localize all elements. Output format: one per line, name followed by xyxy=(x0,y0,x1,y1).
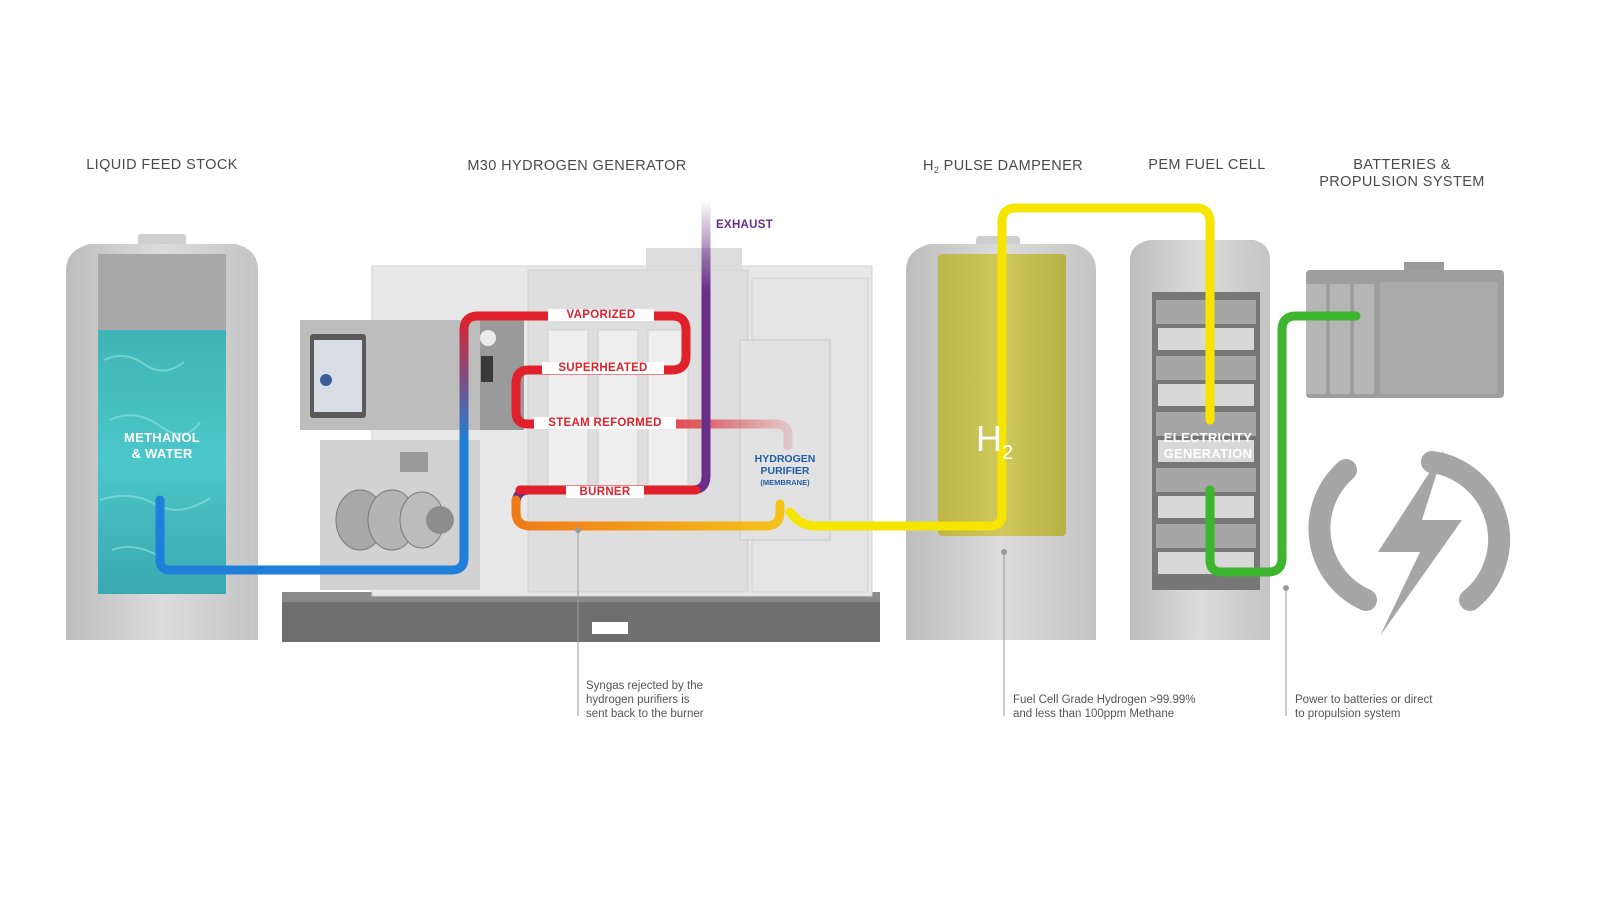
h2-symbol: H2 xyxy=(976,418,1013,465)
leader-lines xyxy=(575,527,1289,716)
burner-label: BURNER xyxy=(566,486,644,498)
purifier-line2: PURIFIER xyxy=(760,465,810,477)
hydrogen-purifier-label: HYDROGEN PURIFIER (MEMBRANE) xyxy=(738,453,832,489)
power-note-line2: to propulsion system xyxy=(1295,708,1401,720)
superheated-label: SUPERHEATED xyxy=(542,362,664,374)
syngas-note-line1: Syngas rejected by the xyxy=(586,680,703,692)
header-dampener-rest: PULSE DAMPENER xyxy=(939,158,1084,174)
hydrogen-note-line1: Fuel Cell Grade Hydrogen >99.99% xyxy=(1013,694,1196,706)
hydrogen-grade-note: Fuel Cell Grade Hydrogen >99.99% and les… xyxy=(1013,693,1196,721)
fuel-cell-line2: GENERATION xyxy=(1163,446,1253,461)
steam-reformed-label: STEAM REFORMED xyxy=(534,417,676,429)
header-batteries-line1: BATTERIES & xyxy=(1353,157,1451,173)
purifier-line3: (MEMBRANE) xyxy=(760,478,810,487)
exhaust-label: EXHAUST xyxy=(716,219,774,231)
power-note-line1: Power to batteries or direct xyxy=(1295,694,1433,706)
h2-symbol-h: H xyxy=(976,418,1002,459)
electricity-generation-label: ELECTRICITY GENERATION xyxy=(1152,430,1264,462)
purifier-line1: HYDROGEN xyxy=(754,453,816,465)
heat-riser-pipe xyxy=(459,311,545,445)
syngas-note: Syngas rejected by the hydrogen purifier… xyxy=(586,679,704,721)
syngas-note-line2: hydrogen purifiers is xyxy=(586,694,690,706)
header-dampener-h: H xyxy=(922,158,934,174)
header-dampener-sub: 2 xyxy=(933,165,940,175)
hydrogen-pipe xyxy=(785,203,1215,531)
battery-pack xyxy=(1306,262,1504,398)
header-generator: M30 HYDROGEN GENERATOR xyxy=(467,158,687,174)
methanol-water-label: METHANOL & WATER xyxy=(98,430,226,462)
syngas-note-line3: sent back to the burner xyxy=(586,708,704,720)
hydrogen-note-line2: and less than 100ppm Methane xyxy=(1013,708,1175,720)
header-pulse-dampener: H2 PULSE DAMPENER xyxy=(900,158,1106,179)
steam-reformed-pipe xyxy=(635,419,793,451)
header-batteries: BATTERIES & PROPULSION SYSTEM xyxy=(1300,157,1504,191)
methanol-pipe xyxy=(155,435,469,575)
fuel-cell-line1: ELECTRICITY xyxy=(1163,430,1253,445)
electric-pipe xyxy=(1205,311,1361,577)
header-fuel-cell: PEM FUEL CELL xyxy=(1148,157,1266,173)
h2-symbol-sub: 2 xyxy=(1002,442,1014,465)
pump-assembly xyxy=(335,489,454,551)
header-feedstock: LIQUID FEED STOCK xyxy=(86,157,238,173)
header-batteries-line2: PROPULSION SYSTEM xyxy=(1319,174,1485,190)
power-note: Power to batteries or direct to propulsi… xyxy=(1295,693,1432,721)
lightning-power-icon xyxy=(1308,450,1511,636)
vaporized-label: VAPORIZED xyxy=(548,309,654,321)
burner-pipe xyxy=(511,495,785,531)
methanol-line1: METHANOL xyxy=(123,430,201,445)
fuel-cell-unit xyxy=(1130,240,1270,640)
methanol-line2: & WATER xyxy=(131,446,193,461)
